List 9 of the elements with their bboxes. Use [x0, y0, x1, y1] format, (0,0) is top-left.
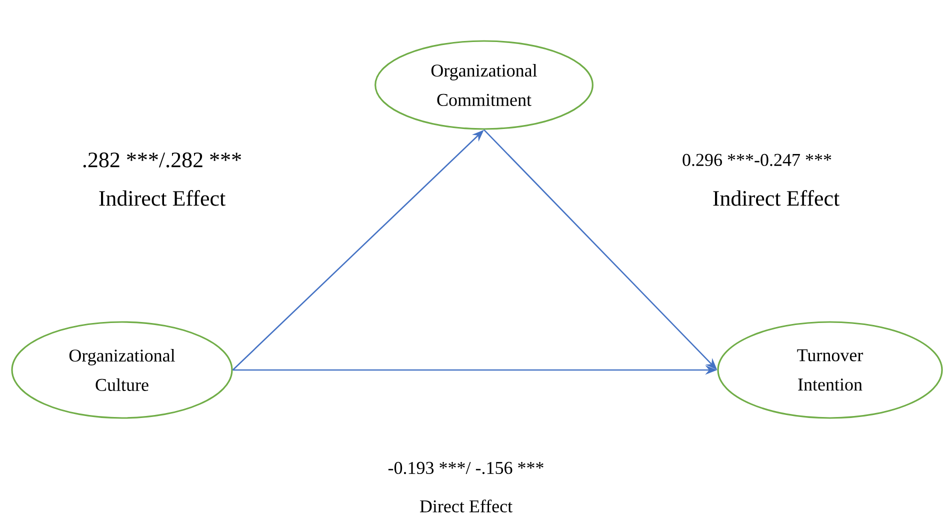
effect-label: Direct Effect	[420, 500, 512, 512]
effect-label: -0.193 ***/ -.156 ***	[388, 462, 544, 474]
effect-label: .282 ***/.282 ***	[83, 152, 242, 168]
ellipse-node: Turnover Intention	[717, 321, 943, 419]
ellipse-node: Organizational Culture	[11, 321, 233, 419]
ellipse-node: Organizational Commitment	[374, 40, 594, 130]
effect-label: Indirect Effect	[99, 190, 226, 206]
effect-label: Indirect Effect	[713, 190, 840, 206]
effect-label: 0.296 ***-0.247 ***	[682, 154, 832, 166]
